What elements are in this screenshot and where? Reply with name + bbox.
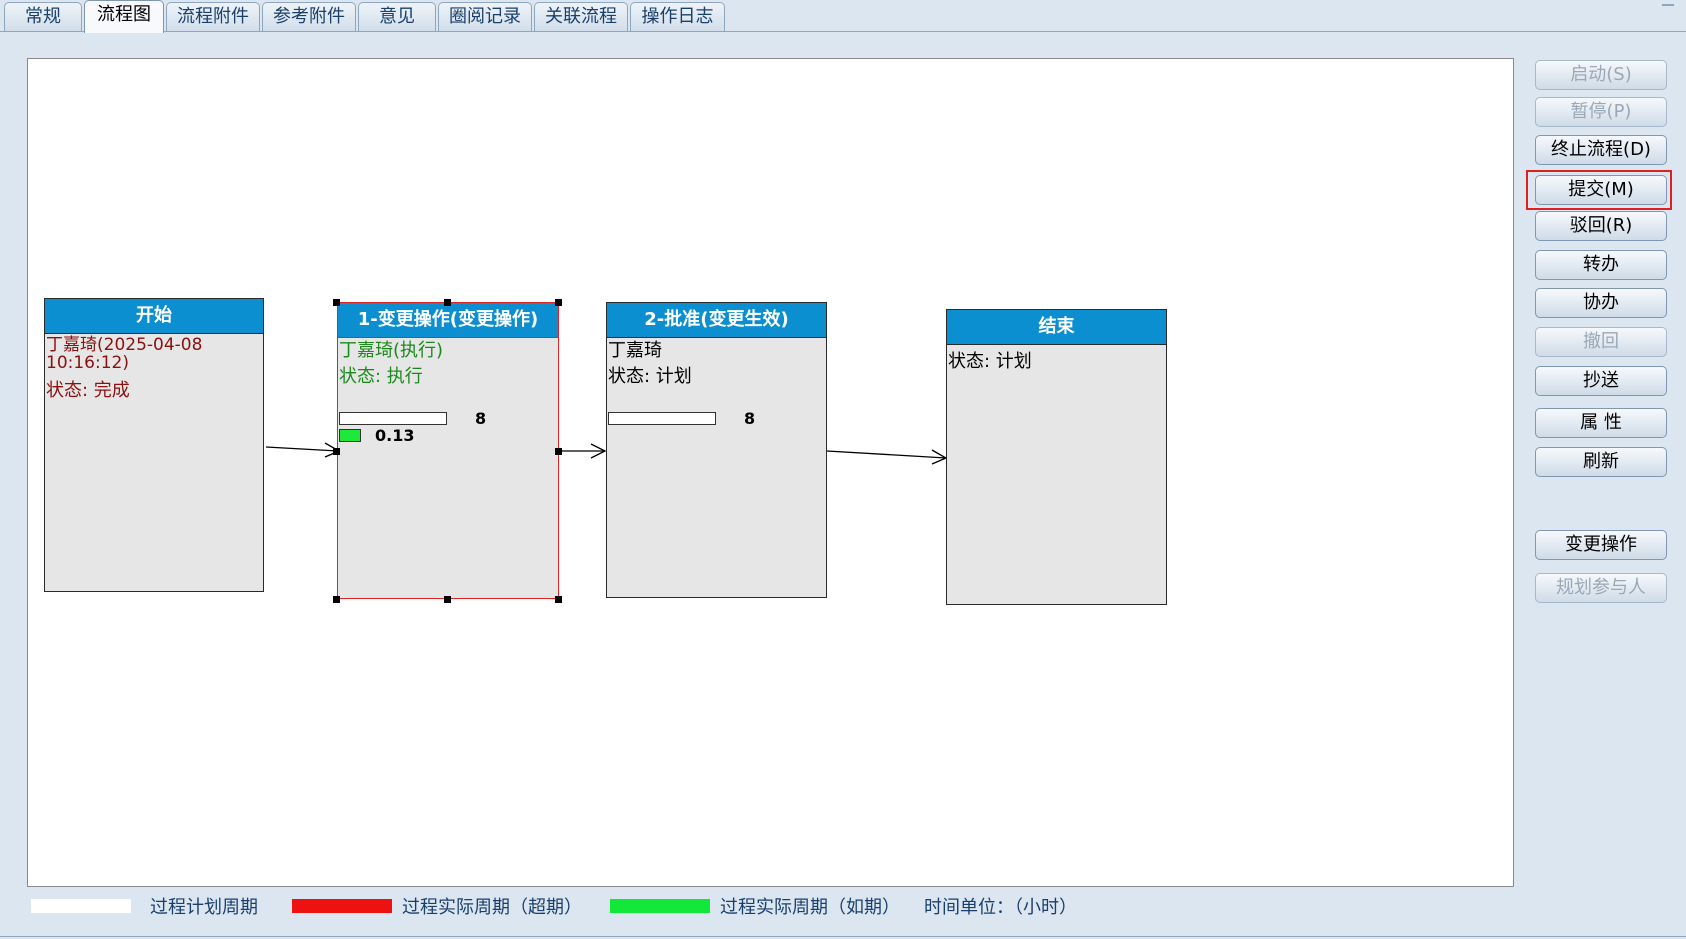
node-timestamp: 10:16:12) — [46, 353, 129, 373]
node-step2[interactable]: 2-批准(变更生效) 丁嘉琦 状态: 计划 8 — [606, 302, 827, 598]
arrow-head-2 — [590, 443, 607, 459]
flow-canvas: 开始 丁嘉琦(2025-04-08 10:16:12) 状态: 完成 1-变更操… — [27, 58, 1514, 887]
tab-general[interactable]: 常规 — [4, 2, 82, 31]
reject-button[interactable]: 驳回(R) — [1535, 211, 1667, 241]
corner-mark — [1662, 0, 1674, 6]
legend-swatch-ontime — [610, 899, 710, 913]
resize-handle-s[interactable] — [444, 596, 451, 603]
tab-related-flows[interactable]: 关联流程 — [534, 2, 628, 31]
plan-duration-bar — [339, 412, 447, 425]
node-status: 状态: 完成 — [46, 380, 130, 401]
actual-bar-row: 0.13 — [339, 426, 539, 445]
plan-duration-value: 8 — [475, 409, 487, 428]
start-button[interactable]: 启动(S) — [1535, 60, 1667, 90]
resize-handle-ne[interactable] — [555, 299, 562, 306]
legend-label-ontime: 过程实际周期（如期） — [720, 897, 900, 918]
tab-flow-attachments[interactable]: 流程附件 — [166, 2, 260, 31]
resize-handle-n[interactable] — [444, 299, 451, 306]
node-assignee: 丁嘉琦(执行) — [339, 340, 444, 361]
resize-handle-nw[interactable] — [333, 299, 340, 306]
plan-bar-row: 8 — [339, 409, 539, 428]
plan-duration-bar — [608, 412, 716, 425]
tab-bar: 常规 流程图 流程附件 参考附件 意见 圈阅记录 关联流程 操作日志 — [0, 0, 1686, 33]
node-title: 1-变更操作(变更操作) — [338, 303, 558, 338]
terminate-flow-button[interactable]: 终止流程(D) — [1535, 135, 1667, 165]
node-status: 状态: 计划 — [608, 366, 692, 387]
node-status: 状态: 执行 — [339, 366, 423, 387]
node-end[interactable]: 结束 状态: 计划 — [946, 309, 1167, 605]
legend-label-overdue: 过程实际周期（超期） — [402, 897, 582, 918]
tab-review-records[interactable]: 圈阅记录 — [438, 2, 532, 31]
tab-operation-log[interactable]: 操作日志 — [630, 2, 725, 31]
node-step1[interactable]: 1-变更操作(变更操作) 丁嘉琦(执行) 状态: 执行 8 0.13 — [337, 302, 559, 599]
resize-handle-se[interactable] — [555, 596, 562, 603]
arrow-step2-to-end — [826, 450, 947, 459]
bottom-divider — [0, 936, 1686, 937]
legend-swatch-plan — [31, 899, 131, 913]
actual-duration-value: 0.13 — [375, 426, 415, 445]
withdraw-button[interactable]: 撤回 — [1535, 327, 1667, 357]
node-title: 开始 — [45, 299, 263, 334]
copy-send-button[interactable]: 抄送 — [1535, 366, 1667, 396]
plan-bar-row: 8 — [608, 409, 808, 428]
plan-participants-button[interactable]: 规划参与人 — [1535, 573, 1667, 603]
legend-time-unit: 时间单位：（小时） — [924, 897, 1077, 918]
transfer-button[interactable]: 转办 — [1535, 250, 1667, 280]
properties-button[interactable]: 属 性 — [1535, 408, 1667, 438]
node-start[interactable]: 开始 丁嘉琦(2025-04-08 10:16:12) 状态: 完成 — [44, 298, 264, 592]
submit-button[interactable]: 提交(M) — [1535, 175, 1667, 205]
change-operation-button[interactable]: 变更操作 — [1535, 530, 1667, 560]
refresh-button[interactable]: 刷新 — [1535, 447, 1667, 477]
node-title: 2-批准(变更生效) — [607, 303, 826, 338]
resize-handle-sw[interactable] — [333, 596, 340, 603]
node-assignee: 丁嘉琦(2025-04-08 — [46, 335, 203, 355]
pause-button[interactable]: 暂停(P) — [1535, 97, 1667, 127]
assist-button[interactable]: 协办 — [1535, 288, 1667, 318]
resize-handle-w[interactable] — [333, 448, 340, 455]
tab-opinions[interactable]: 意见 — [358, 2, 436, 31]
arrow-start-to-step1 — [265, 446, 339, 452]
tab-reference-attachments[interactable]: 参考附件 — [262, 2, 356, 31]
tab-divider — [0, 31, 1686, 32]
resize-handle-e[interactable] — [555, 448, 562, 455]
node-title: 结束 — [947, 310, 1166, 345]
plan-duration-value: 8 — [744, 409, 756, 428]
node-assignee: 丁嘉琦 — [608, 340, 662, 361]
legend-label-plan: 过程计划周期 — [150, 897, 258, 918]
legend-swatch-overdue — [292, 899, 392, 913]
node-status: 状态: 计划 — [948, 351, 1032, 372]
actual-duration-bar — [339, 429, 361, 442]
tab-flowchart[interactable]: 流程图 — [84, 0, 164, 33]
